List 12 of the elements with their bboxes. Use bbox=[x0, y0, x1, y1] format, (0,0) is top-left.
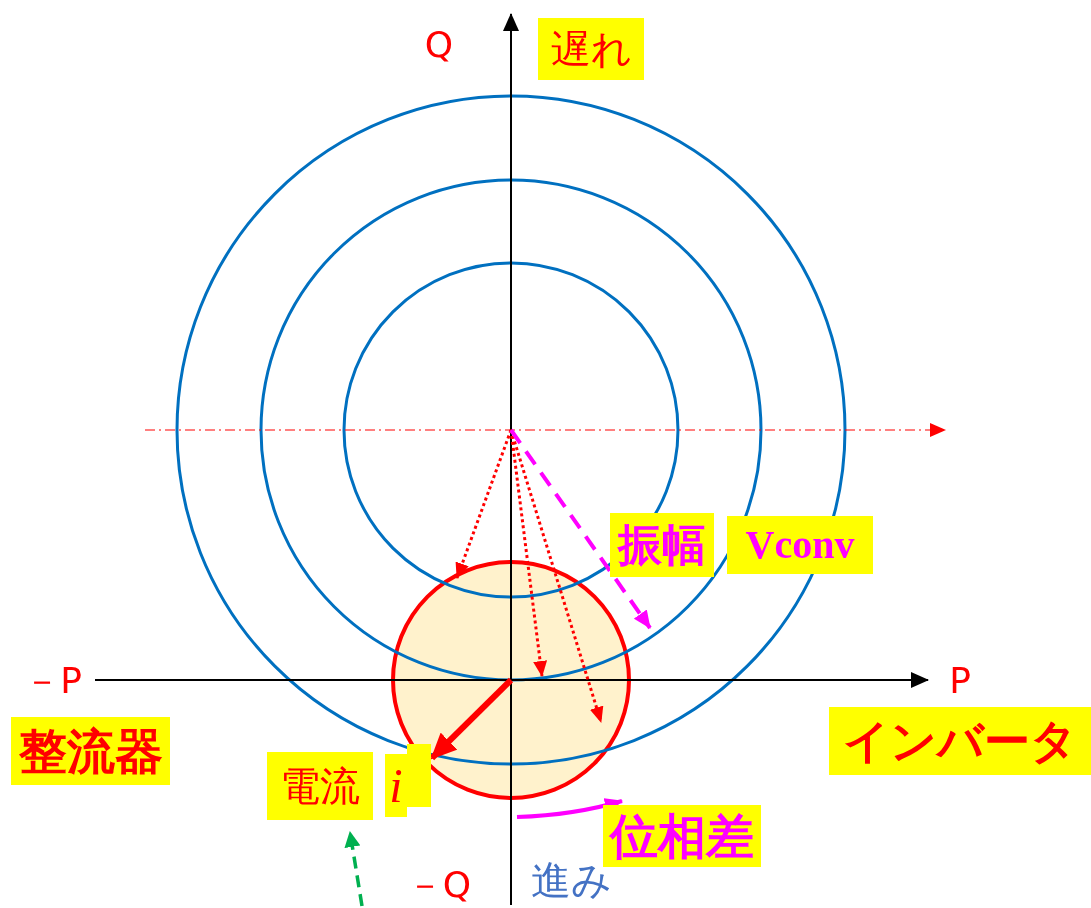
axis-label: P bbox=[948, 659, 972, 703]
quantity-label: 位相差 bbox=[603, 805, 761, 867]
quantity-label: 振幅 bbox=[610, 513, 714, 577]
direction-label: 遅れ bbox=[538, 18, 644, 80]
axis-label: Q bbox=[423, 23, 455, 67]
converter-label: 整流器 bbox=[11, 717, 170, 785]
quantity-label: 電流 bbox=[267, 752, 373, 820]
axis-label: －Q bbox=[405, 863, 473, 907]
converter-label: インバータ bbox=[829, 707, 1091, 775]
quantity-label: Vconv bbox=[727, 516, 873, 574]
quantity-symbol: i bbox=[385, 754, 407, 817]
axis-label: －P bbox=[23, 659, 83, 703]
